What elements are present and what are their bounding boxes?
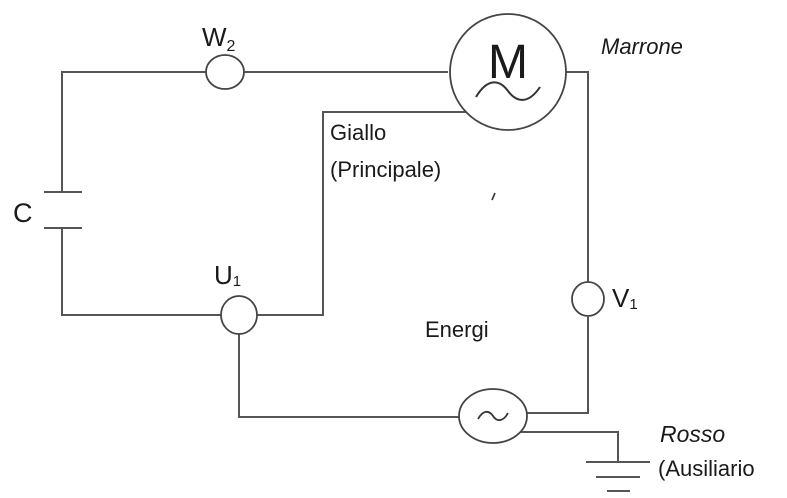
red-wire-label: Rosso <box>660 421 725 447</box>
power-source-label: Energi <box>425 317 489 342</box>
terminal-w2-label: W2 <box>202 22 236 55</box>
terminal-v1-label: V1 <box>612 283 638 313</box>
ground-icon <box>586 461 650 492</box>
motor-symbol: M <box>449 13 567 131</box>
wires <box>61 71 619 461</box>
yellow-wire-role: (Principale) <box>330 157 441 182</box>
capacitor-label: C <box>13 198 33 228</box>
wire-capacitor-to-u1 <box>61 228 221 316</box>
wire-yellow-main <box>257 111 470 316</box>
terminal-u1-label: U1 <box>214 260 241 290</box>
terminal-v1 <box>571 281 605 317</box>
brown-wire-label: Marrone <box>601 34 683 59</box>
wire-brown <box>565 71 589 282</box>
motor-letter: M <box>488 36 528 89</box>
yellow-wire-label: Giallo <box>330 120 386 145</box>
motor-sine-icon <box>475 81 541 101</box>
terminal-w2 <box>205 54 245 90</box>
wire-v1-to-source <box>527 317 589 414</box>
power-source <box>458 388 528 444</box>
motor-circle <box>449 13 567 131</box>
ac-tilde-icon <box>477 410 509 422</box>
wire-top-capacitor-to-motor <box>61 71 206 191</box>
terminal-u1 <box>220 295 258 335</box>
red-wire-role: (Ausiliario <box>658 456 755 481</box>
wire-red-to-ground <box>521 431 619 461</box>
wire-u1-to-source <box>238 334 460 418</box>
capacitor <box>44 191 82 229</box>
stray-mark <box>491 192 496 201</box>
